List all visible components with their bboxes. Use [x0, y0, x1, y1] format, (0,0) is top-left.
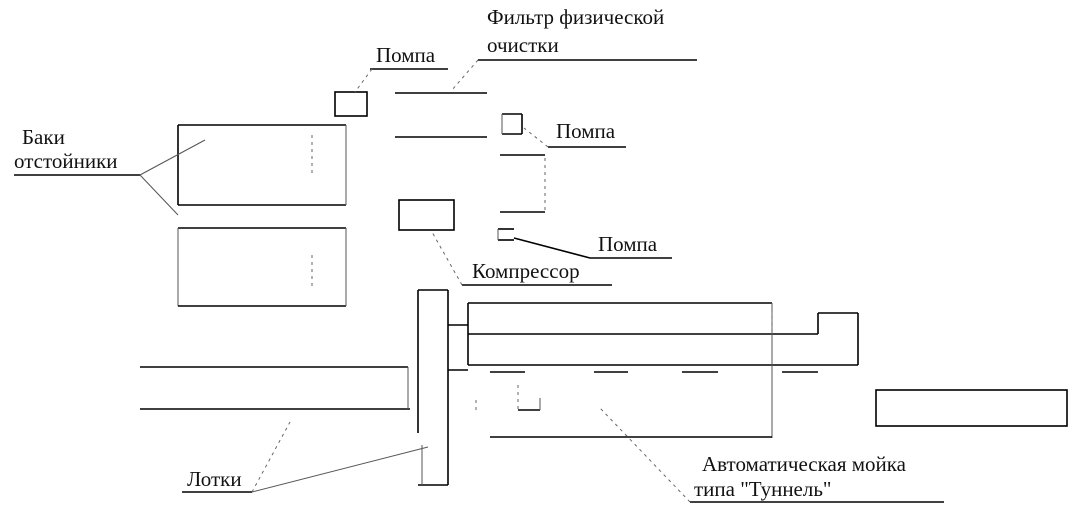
pump-top [334, 91, 368, 117]
trays-label: Лотки [182, 421, 429, 493]
pump-middle-label: Помпа [523, 119, 626, 148]
filter-label-line2: очистки [487, 33, 559, 57]
pump-top-label: Помпа [354, 43, 448, 93]
pump-bottom-label-text: Помпа [598, 232, 658, 256]
tanks-label: Баки отстойники [14, 125, 206, 216]
compressor-label: Компрессор [431, 231, 612, 286]
tanks-label-line1: Баки [22, 125, 65, 149]
tanks-label-line2: отстойники [14, 149, 118, 173]
pump-middle-label-text: Помпа [556, 119, 616, 143]
washer-label-line2: типа "Туннель" [694, 477, 832, 501]
pump-middle [500, 113, 546, 213]
filter-label-line1: Фильтр физической [487, 5, 664, 29]
settling-tank-lower [177, 227, 347, 307]
tunnel-washer [417, 289, 859, 486]
pump-bottom [497, 228, 514, 241]
settling-tank-upper [177, 124, 347, 206]
trays-label-text: Лотки [187, 467, 242, 491]
compressor [398, 199, 455, 231]
washer-label-line1: Автоматическая мойка [702, 452, 907, 476]
tray-right [875, 389, 1068, 427]
washer-label: Автоматическая мойка типа "Туннель" [599, 407, 944, 503]
physical-filter [395, 92, 487, 138]
pump-bottom-label: Помпа [513, 232, 672, 259]
pump-top-label-text: Помпа [376, 43, 436, 67]
compressor-label-text: Компрессор [472, 259, 580, 283]
filter-label: Фильтр физической очистки [451, 5, 697, 91]
tray-left [140, 366, 410, 410]
